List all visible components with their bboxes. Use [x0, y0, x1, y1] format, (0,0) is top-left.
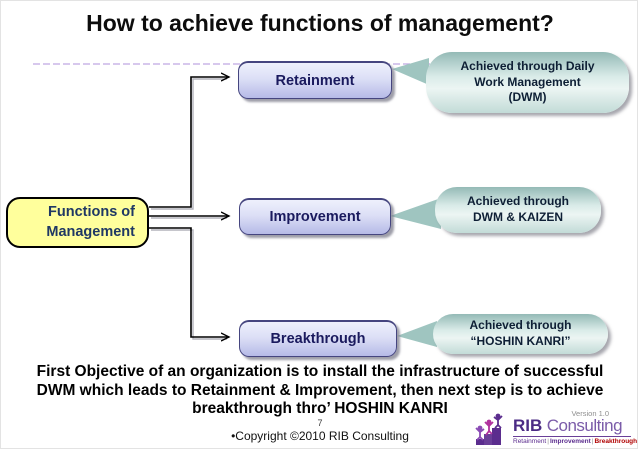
box-breakthrough-label: Breakthrough [270, 331, 366, 347]
box-retainment-label: Retainment [275, 72, 355, 89]
connector-to-retainment [149, 77, 229, 208]
rib-consulting-logo: RIB Consulting Version 1.0 Retainment|Im… [473, 408, 637, 448]
callout-improvement: Achieved through DWM & KAIZEN [435, 187, 601, 233]
footer-note-line: DWM which leads to Retainment & Improvem… [36, 381, 604, 399]
copyright-text: •Copyright ©2010 RIB Consulting [231, 429, 409, 443]
callout-line: Achieved through Daily [460, 58, 595, 73]
tagline-separator: | [547, 438, 549, 445]
callout-breakthrough: Achieved through “HOSHIN KANRI” [433, 314, 608, 354]
logo-climbing-people-icon [475, 413, 503, 445]
box-improvement: Improvement [239, 198, 391, 235]
callout-line: Achieved through [469, 318, 572, 333]
logo-rib-text: RIB [513, 416, 543, 435]
callout-retainment: Achieved through Daily Work Management (… [426, 52, 629, 113]
box-improvement-label: Improvement [269, 209, 361, 225]
callout-line: Achieved through [466, 194, 569, 209]
footer-note-line: breakthrough thro’ HOSHIN KANRI [192, 400, 448, 418]
logo-tagline: Retainment|Improvement|Breakthrough [513, 436, 637, 445]
page-number: 7 [317, 418, 323, 428]
callout-line: Work Management [474, 74, 581, 89]
tagline-improvement: Improvement [549, 438, 591, 445]
footer-note: First Objective of an organization is to… [1, 363, 637, 419]
callout-tail-retainment [392, 58, 429, 85]
slide-title: How to achieve functions of management? [86, 10, 554, 36]
connector-shadow-bottom [151, 229, 227, 340]
callout-tail-breakthrough [397, 321, 437, 347]
box-breakthrough: Breakthrough [239, 320, 397, 357]
tagline-retainment: Retainment [513, 438, 547, 445]
logo-version-text: Version 1.0 [571, 409, 609, 418]
connector-shadow-top [151, 78, 227, 210]
functions-box-line: Functions of [48, 203, 135, 220]
callout-line: (DWM) [508, 90, 547, 105]
functions-box-line: Management [46, 223, 135, 240]
tagline-breakthrough: Breakthrough [594, 438, 638, 445]
logo-wordmark: RIB Consulting [513, 416, 623, 436]
tagline-separator: | [591, 438, 594, 445]
connector-to-breakthrough [149, 227, 229, 337]
callout-tail-improvement [390, 198, 441, 229]
box-retainment: Retainment [238, 61, 392, 99]
logo-consulting-text: Consulting [546, 416, 623, 435]
functions-of-management-box: Functions of Management [6, 197, 149, 248]
footer-note-line: First Objective of an organization is to… [36, 363, 604, 380]
callout-line: “HOSHIN KANRI” [470, 334, 571, 348]
callout-line: DWM & KAIZEN [473, 210, 563, 224]
